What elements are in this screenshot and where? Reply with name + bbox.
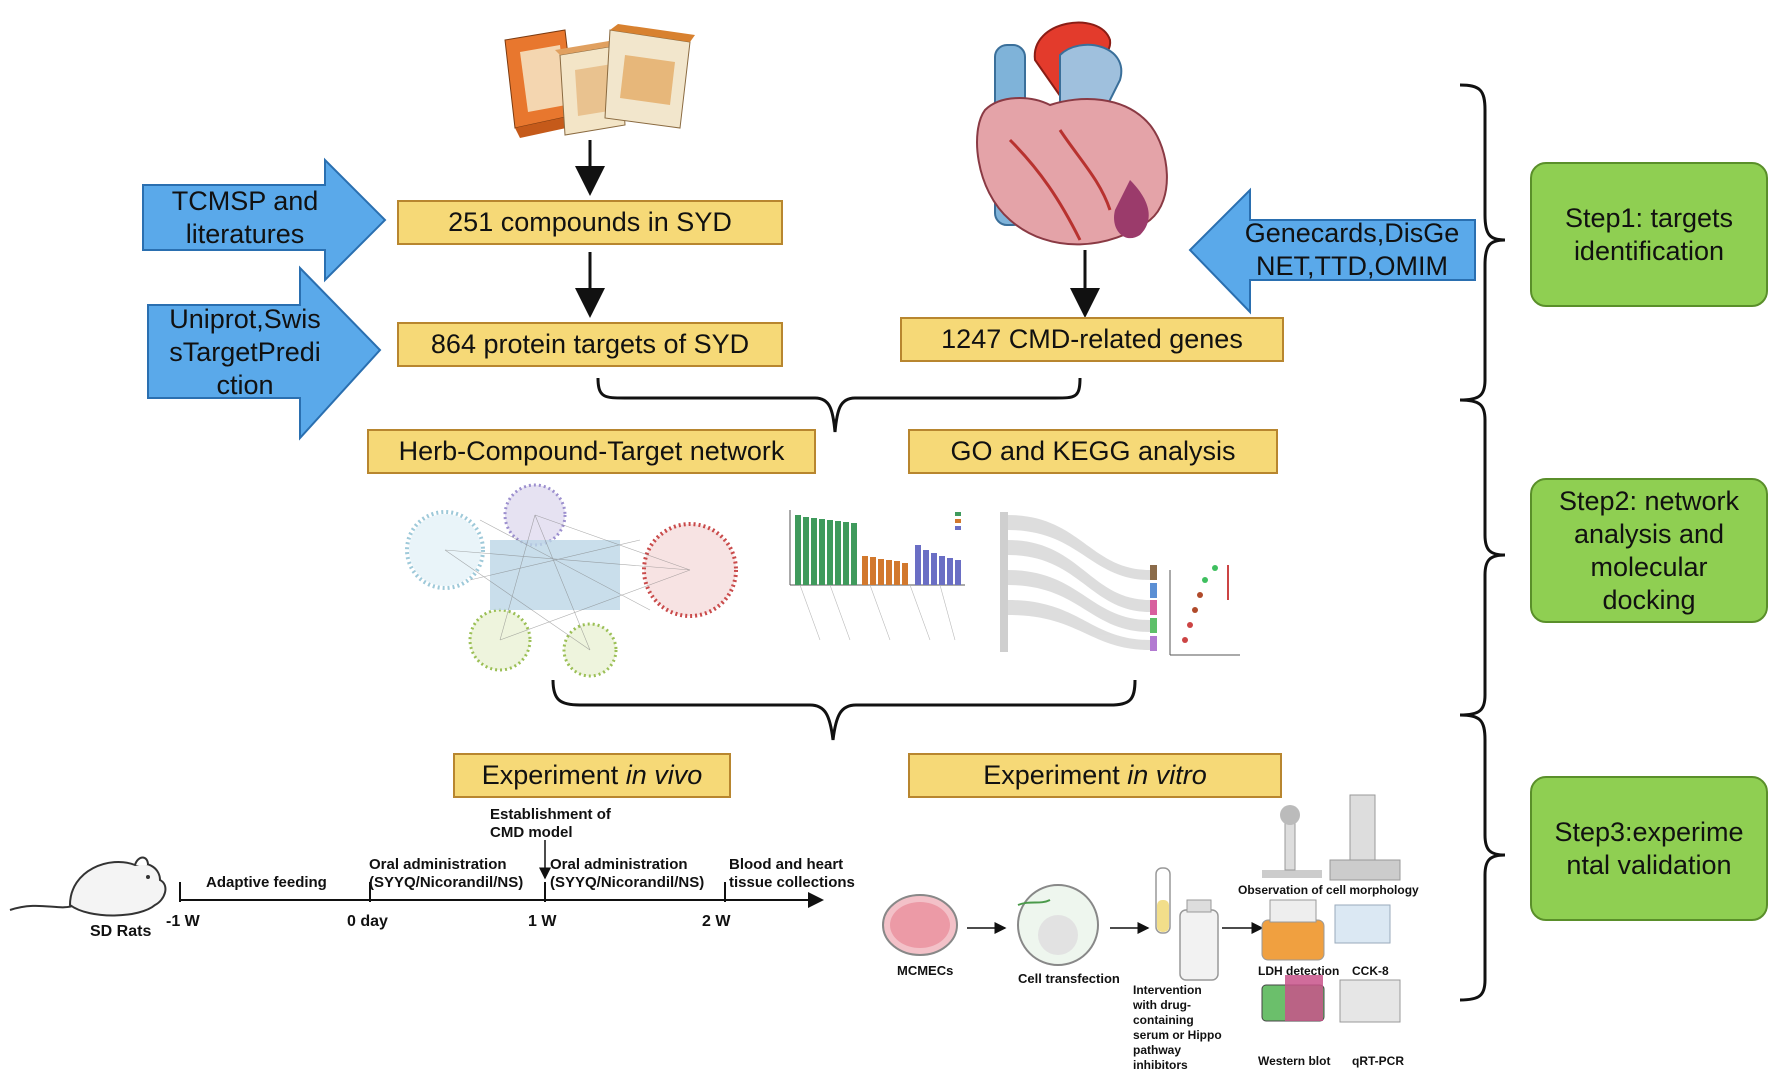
cmd-genes-box: 1247 CMD-related genes bbox=[900, 317, 1284, 362]
petri-dish-illustration bbox=[882, 894, 958, 956]
tick-label-0day: 0 day bbox=[347, 913, 388, 930]
uniprot-line2: sTargetPredi bbox=[169, 336, 321, 367]
bracket-step2 bbox=[1459, 398, 1506, 717]
transfection-label: Cell transfection bbox=[1018, 971, 1120, 986]
step2-line1: Step2: network bbox=[1558, 485, 1740, 516]
intervention-line3: containing bbox=[1133, 1013, 1194, 1027]
cmd-model-label: Establishment of CMD model bbox=[490, 806, 611, 842]
compounds-box: 251 compounds in SYD bbox=[397, 200, 783, 245]
experiment-in-vitro-box: Experiment in vitro bbox=[908, 753, 1282, 798]
step2-line4: docking bbox=[1602, 584, 1696, 615]
intervention-line4: serum or Hippo bbox=[1133, 1028, 1222, 1042]
phase-oral-admin-2-line2: (SYYQ/Nicorandil/NS) bbox=[550, 874, 705, 891]
morphology-label: Observation of cell morphology bbox=[1238, 883, 1419, 897]
phase-collection: Blood and heart tissue collections bbox=[729, 856, 855, 892]
western-label: Western blot bbox=[1258, 1054, 1331, 1068]
step2-line3: molecular bbox=[1590, 551, 1708, 582]
bracket-step1 bbox=[1459, 83, 1506, 402]
experiment-in-vivo-box: Experiment in vivo bbox=[453, 753, 731, 798]
genecards-arrow bbox=[1188, 187, 1476, 315]
tcmsp-line2: literatures bbox=[185, 219, 305, 249]
phase-oral-admin-1-line2: (SYYQ/Nicorandil/NS) bbox=[369, 874, 524, 891]
phase-adaptive-feeding: Adaptive feeding bbox=[206, 874, 327, 891]
tick-label-1w: 1 W bbox=[528, 913, 557, 930]
protein-targets-box: 864 protein targets of SYD bbox=[397, 322, 783, 367]
herb-network-box: Herb-Compound-Target network bbox=[367, 429, 816, 474]
cck8-label: CCK-8 bbox=[1352, 964, 1389, 978]
intervention-label: Intervention with drug- containing serum… bbox=[1133, 983, 1222, 1073]
step3-line1: Step3:experime bbox=[1554, 816, 1744, 847]
protein-targets-label: 864 protein targets of SYD bbox=[430, 329, 750, 359]
cmd-model-line2: CMD model bbox=[490, 824, 573, 841]
phase-oral-admin-2-line1: Oral administration bbox=[550, 856, 688, 873]
rat-illustration bbox=[9, 856, 167, 917]
uniprot-arrow bbox=[147, 265, 382, 441]
herb-network-label: Herb-Compound-Target network bbox=[398, 436, 785, 466]
medicine-boxes-illustration bbox=[504, 24, 695, 138]
step3-line2: ntal validation bbox=[1566, 849, 1732, 880]
tcmsp-arrow bbox=[142, 157, 387, 283]
intervention-line1: Intervention bbox=[1133, 983, 1202, 997]
cmd-model-line1: Establishment of bbox=[490, 806, 611, 823]
phase-collection-line1: Blood and heart bbox=[729, 856, 844, 873]
tick-label-2w: 2 W bbox=[702, 913, 731, 930]
cmd-genes-label: 1247 CMD-related genes bbox=[941, 324, 1243, 354]
experiment-in-vivo-italic: in vivo bbox=[625, 760, 703, 790]
sd-rats-label: SD Rats bbox=[90, 923, 152, 940]
intervention-line2: with drug- bbox=[1133, 998, 1191, 1012]
brace-lower bbox=[551, 679, 1137, 741]
heart-illustration bbox=[976, 21, 1168, 246]
bar-chart-figure bbox=[789, 510, 965, 641]
step1-line2: identification bbox=[1573, 235, 1725, 266]
experiment-in-vivo-prefix: Experiment bbox=[481, 760, 626, 790]
genecards-line1: Genecards,DisGe bbox=[1244, 218, 1460, 248]
intervention-line6: inhibitors bbox=[1133, 1058, 1188, 1072]
tcmsp-line1: TCMSP and bbox=[171, 186, 319, 216]
phase-oral-admin-1: Oral administration (SYYQ/Nicorandil/NS) bbox=[369, 856, 523, 892]
intervention-line5: pathway bbox=[1133, 1043, 1182, 1057]
western-qpcr-illustration bbox=[1261, 975, 1401, 1023]
brace-upper bbox=[596, 377, 1082, 433]
experiment-in-vitro-prefix: Experiment bbox=[983, 760, 1128, 790]
cell-transfection-illustration bbox=[1017, 884, 1099, 966]
sankey-figure bbox=[1000, 512, 1240, 656]
step1-line1: Step1: targets bbox=[1564, 202, 1734, 233]
phase-collection-line2: tissue collections bbox=[729, 874, 855, 891]
genecards-line2: NET,TTD,OMIM bbox=[1256, 251, 1448, 281]
uniprot-line3: ction bbox=[216, 369, 274, 400]
ldh-label: LDH detection bbox=[1258, 964, 1340, 978]
qrtpcr-label: qRT-PCR bbox=[1352, 1054, 1404, 1068]
go-kegg-label: GO and KEGG analysis bbox=[950, 436, 1236, 466]
network-figure bbox=[405, 483, 738, 678]
ldh-instrument-illustration bbox=[1261, 899, 1391, 961]
tick-label-minus1w: -1 W bbox=[166, 913, 200, 930]
go-kegg-box: GO and KEGG analysis bbox=[908, 429, 1278, 474]
bracket-step3 bbox=[1459, 713, 1506, 1002]
microscope-illustration bbox=[1262, 794, 1401, 881]
mcmecs-label: MCMECs bbox=[897, 963, 954, 978]
phase-oral-admin-1-line1: Oral administration bbox=[369, 856, 507, 873]
tube-and-bottle-illustration bbox=[1155, 867, 1219, 981]
compounds-label: 251 compounds in SYD bbox=[448, 207, 732, 237]
experiment-in-vitro-italic: in vitro bbox=[1127, 760, 1207, 790]
phase-oral-admin-2: Oral administration (SYYQ/Nicorandil/NS) bbox=[550, 856, 704, 892]
uniprot-line1: Uniprot,Swis bbox=[169, 303, 321, 334]
step2-line2: analysis and bbox=[1573, 518, 1725, 549]
